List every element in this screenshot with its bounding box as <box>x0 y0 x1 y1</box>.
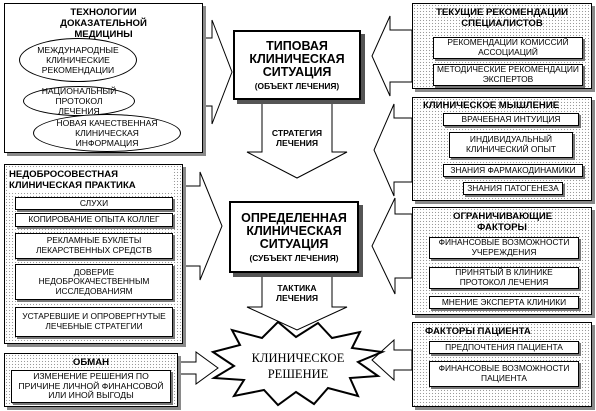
limiting-panel: ОГРАНИЧИВАЮЩИЕ ФАКТОРЫ ФИНАНСОВЫЕ ВОЗМОЖ… <box>412 207 592 315</box>
strategy-label: СТРАТЕГИЯ ЛЕЧЕНИЯ <box>271 128 323 148</box>
bad-practice-item-copying: КОПИРОВАНИЕ ОПЫТА КОЛЛЕГ <box>15 213 173 227</box>
limiting-item-finance: ФИНАНСОВЫЕ ВОЗМОЖНОСТИ УЧЕРЕЖДЕНИЯ <box>429 237 579 259</box>
arrow-thinking-to-situation <box>373 103 413 197</box>
patient-title: ФАКТОРЫ ПАЦИЕНТА <box>425 326 531 337</box>
bad-practice-item-rumors: СЛУХИ <box>15 197 173 210</box>
clinical-thinking-title: КЛИНИЧЕСКОЕ МЫШЛЕНИЕ <box>423 100 560 111</box>
limiting-item-expert: МНЕНИЕ ЭКСПЕРТА КЛИНИКИ <box>429 296 579 309</box>
specific-situation-subtitle: (СУБЪЕКТ ЛЕЧЕНИЯ) <box>249 252 339 263</box>
deception-text: ИЗМЕНЕНИЕ РЕШЕНИЯ ПО ПРИЧИНЕ ЛИЧНОЙ ФИНА… <box>11 370 171 403</box>
arrow-tactics <box>246 274 348 331</box>
decision-label: КЛИНИЧЕСКОЕ РЕШЕНИЕ <box>251 351 345 381</box>
tactics-label: ТАКТИКА ЛЕЧЕНИЯ <box>275 283 319 303</box>
deception-panel: ОБМАН ИЗМЕНЕНИЕ РЕШЕНИЯ ПО ПРИЧИНЕ ЛИЧНО… <box>4 353 178 407</box>
clinical-thinking-item-intuition: ВРАЧЕБНАЯ ИНТУИЦИЯ <box>443 113 579 126</box>
typical-situation-subtitle: (ОБЪЕКТ ЛЕЧЕНИЯ) <box>254 80 340 91</box>
evidence-panel: ТЕХНОЛОГИИ ДОКАЗАТЕЛЬНОЙ МЕДИЦИНЫ МЕЖДУН… <box>4 3 203 153</box>
typical-situation-box: ТИПОВАЯ КЛИНИЧЕСКАЯ СИТУАЦИЯ (ОБЪЕКТ ЛЕЧ… <box>233 30 361 100</box>
specific-situation-title: ОПРЕДЕЛЕННАЯ КЛИНИЧЕСКАЯ СИТУАЦИЯ <box>241 210 347 251</box>
patient-item-preferences: ПРЕДПОЧТЕНИЯ ПАЦИЕНТА <box>429 341 579 354</box>
evidence-title: ТЕХНОЛОГИИ ДОКАЗАТЕЛЬНОЙ МЕДИЦИНЫ <box>60 7 147 40</box>
clinical-thinking-item-experience: ИНДИВИДУАЛЬНЫЙ КЛИНИЧЕСКИЙ ОПЫТ <box>449 132 573 158</box>
arrow-deception-to-decision <box>177 351 219 385</box>
arrow-badpractice-to-situation <box>182 171 223 281</box>
arrow-evidence-to-typical <box>202 19 233 125</box>
decision-starburst <box>210 320 386 407</box>
patient-panel: ФАКТОРЫ ПАЦИЕНТА ПРЕДПОЧТЕНИЯ ПАЦИЕНТА Ф… <box>412 322 592 407</box>
arrow-recs-to-typical <box>371 15 413 97</box>
bad-practice-panel: НЕДОБРОСОВЕСТНАЯ КЛИНИЧЕСКАЯ ПРАКТИКА СЛ… <box>4 164 183 344</box>
specific-situation-box: ОПРЕДЕЛЕННАЯ КЛИНИЧЕСКАЯ СИТУАЦИЯ (СУБЪЕ… <box>229 201 359 273</box>
arrow-patient-to-decision <box>371 338 413 382</box>
bad-practice-item-booklets: РЕКЛАМНЫЕ БУКЛЕТЫ ЛЕКАРСТВЕННЫХ СРЕДСТВ <box>15 233 173 259</box>
current-recs-item-experts: МЕТОДИЧЕСКИЕ РЕКОМЕНДАЦИИ ЭКСПЕРТОВ <box>433 64 583 86</box>
typical-situation-title: ТИПОВАЯ КЛИНИЧЕСКАЯ СИТУАЦИЯ <box>249 38 345 79</box>
bad-practice-title: НЕДОБРОСОВЕСТНАЯ КЛИНИЧЕСКАЯ ПРАКТИКА <box>9 169 172 191</box>
current-recs-item-associations: РЕКОМЕНДАЦИИ КОМИССИЙ АССОЦИАЦИЙ <box>433 37 583 59</box>
bad-practice-item-outdated: УСТАРЕВШИЕ И ОПРОВЕРГНУТЫЕ ЛЕЧЕБНЫЕ СТРА… <box>15 307 173 337</box>
current-recs-panel: ТЕКУЩИЕ РЕКОМЕНДАЦИИ СПЕЦИАЛИСТОВ РЕКОМЕ… <box>412 3 592 89</box>
arrow-limiting-to-situation <box>371 197 413 295</box>
limiting-item-protocol: ПРИНЯТЫЙ В КЛИНИКЕ ПРОТОКОЛ ЛЕЧЕНИЯ <box>429 267 579 289</box>
clinical-thinking-panel: КЛИНИЧЕСКОЕ МЫШЛЕНИЕ ВРАЧЕБНАЯ ИНТУИЦИЯ … <box>412 97 592 201</box>
evidence-item-international: МЕЖДУНАРОДНЫЕ КЛИНИЧЕСКИЕ РЕКОМЕНДАЦИИ <box>19 38 137 82</box>
patient-item-finance: ФИНАНСОВЫЕ ВОЗМОЖНОСТИ ПАЦИЕНТА <box>429 361 579 387</box>
current-recs-title: ТЕКУЩИЕ РЕКОМЕНДАЦИИ СПЕЦИАЛИСТОВ <box>435 7 569 29</box>
evidence-item-national: НАЦИОНАЛЬНЫЙ ПРОТОКОЛ ЛЕЧЕНИЯ <box>23 86 135 116</box>
clinical-thinking-item-pharmacodynamics: ЗНАНИЯ ФАРМАКОДИНАМИКИ <box>443 164 583 177</box>
arrow-strategy <box>246 99 348 179</box>
evidence-item-new-info: НОВАЯ КАЧЕСТВЕННАЯ КЛИНИЧЕСКАЯ ИНФОРМАЦИ… <box>33 114 181 152</box>
clinical-thinking-item-pathogenesis: ЗНАНИЯ ПАТОГЕНЕЗА <box>463 182 563 195</box>
deception-title: ОБМАН <box>72 357 110 368</box>
bad-practice-item-poor-research: ДОВЕРИЕ НЕДОБРОКАЧЕСТВЕННЫМ ИССЛЕДОВАНИЯ… <box>15 264 173 300</box>
limiting-title: ОГРАНИЧИВАЮЩИЕ ФАКТОРЫ <box>453 211 553 233</box>
